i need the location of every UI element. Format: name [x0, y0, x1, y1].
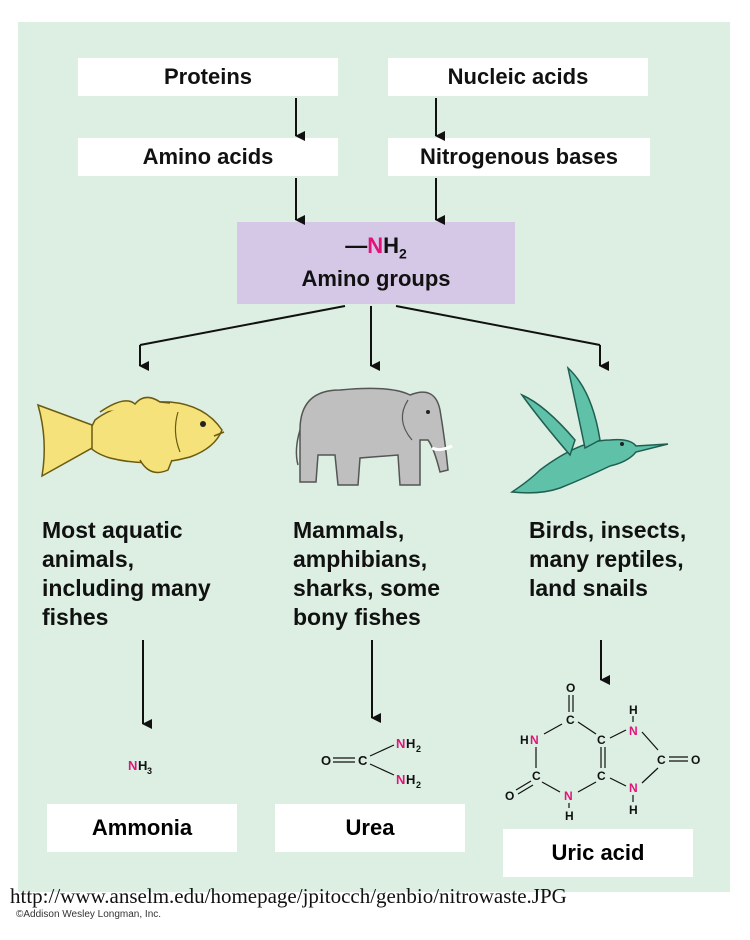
formula-hydrogen: H [383, 233, 399, 259]
aquatic-animals-text: Most aquatic animals, including many fis… [42, 516, 211, 632]
urea-sub-top: 2 [416, 744, 421, 754]
uric-n-bottom: N [564, 789, 573, 803]
aquatic-line-3: including many [42, 575, 211, 601]
mammals-line-1: Mammals, [293, 517, 405, 543]
urea-n-bottom: N [396, 772, 405, 787]
nucleic-acids-label: Nucleic acids [447, 64, 589, 89]
proteins-box: Proteins [78, 58, 338, 96]
ammonia-formula: N H 3 [128, 758, 152, 776]
aquatic-line-4: fishes [42, 604, 109, 630]
formula-nitrogen: N [367, 233, 384, 259]
uric-o-right: O [691, 753, 700, 767]
amino-acids-label: Amino acids [142, 144, 274, 169]
urea-n-top: N [396, 736, 405, 751]
birds-line-1: Birds, insects, [529, 517, 687, 543]
urea-label: Urea [345, 815, 395, 840]
branch-line-left [139, 305, 346, 346]
uric-acid-label: Uric acid [551, 840, 645, 865]
birds-line-3: land snails [529, 575, 648, 601]
ammonia-box: Ammonia [47, 804, 237, 852]
nucleic-acids-box: Nucleic acids [388, 58, 648, 96]
uric-h-bottom: H [565, 809, 574, 823]
uric-c-right: C [657, 753, 666, 767]
uric-c-mid2: C [597, 769, 606, 783]
source-url: http://www.anselm.edu/homepage/jpitocch/… [10, 884, 567, 908]
uric-o-top: O [566, 681, 575, 695]
nitrogenous-bases-label: Nitrogenous bases [419, 144, 619, 169]
urea-o: O [321, 753, 331, 768]
birds-text: Birds, insects, many reptiles, land snai… [529, 516, 686, 603]
ammonia-h: H [138, 758, 147, 773]
uric-c-left: C [532, 769, 541, 783]
hummingbird-illustration [509, 365, 669, 494]
ammonia-label: Ammonia [91, 815, 193, 840]
mammals-text: Mammals, amphibians, sharks, some bony f… [293, 516, 440, 632]
urea-sub-bottom: 2 [416, 780, 421, 790]
uric-acid-box: Uric acid [503, 829, 693, 877]
uric-hn-n: N [530, 733, 539, 747]
branch-line-right [395, 305, 601, 346]
amino-acids-box: Amino acids [78, 138, 338, 176]
amino-formula: —NH2 [345, 234, 407, 265]
urea-h-top: H [406, 736, 415, 751]
formula-subscript: 2 [398, 245, 407, 262]
proteins-label: Proteins [163, 64, 253, 89]
uric-c-mid1: C [597, 733, 606, 747]
amino-groups-label: Amino groups [301, 265, 451, 291]
ammonia-n: N [128, 758, 137, 773]
uric-acid-formula: O C H N C C C O N H N H C O N H [505, 681, 700, 823]
urea-formula: O C N H 2 N H 2 [321, 736, 421, 790]
elephant-illustration [295, 387, 453, 486]
aquatic-line-1: Most aquatic [42, 517, 183, 543]
urea-h-bottom: H [406, 772, 415, 787]
mammals-line-2: amphibians, [293, 546, 428, 572]
uric-h-top-right: H [629, 703, 638, 717]
fish-illustration [36, 396, 225, 478]
uric-hn-h: H [520, 733, 529, 747]
uric-n-bottom-right: N [629, 781, 638, 795]
mammals-line-3: sharks, some [293, 575, 441, 601]
uric-n-top-right: N [629, 724, 638, 738]
urea-c: C [358, 753, 368, 768]
uric-c-top: C [566, 713, 575, 727]
nitrogenous-bases-box: Nitrogenous bases [388, 138, 650, 176]
uric-h-bottom-right: H [629, 803, 638, 817]
ammonia-sub: 3 [147, 766, 152, 776]
formula-dash: — [345, 233, 368, 259]
mammals-line-4: bony fishes [293, 604, 421, 630]
amino-groups-box: —NH2 Amino groups [237, 222, 515, 304]
birds-line-2: many reptiles, [529, 546, 684, 572]
copyright-text: ©Addison Wesley Longman, Inc. [16, 909, 162, 920]
uric-o-left: O [505, 789, 514, 803]
urea-box: Urea [275, 804, 465, 852]
aquatic-line-2: animals, [42, 546, 135, 572]
